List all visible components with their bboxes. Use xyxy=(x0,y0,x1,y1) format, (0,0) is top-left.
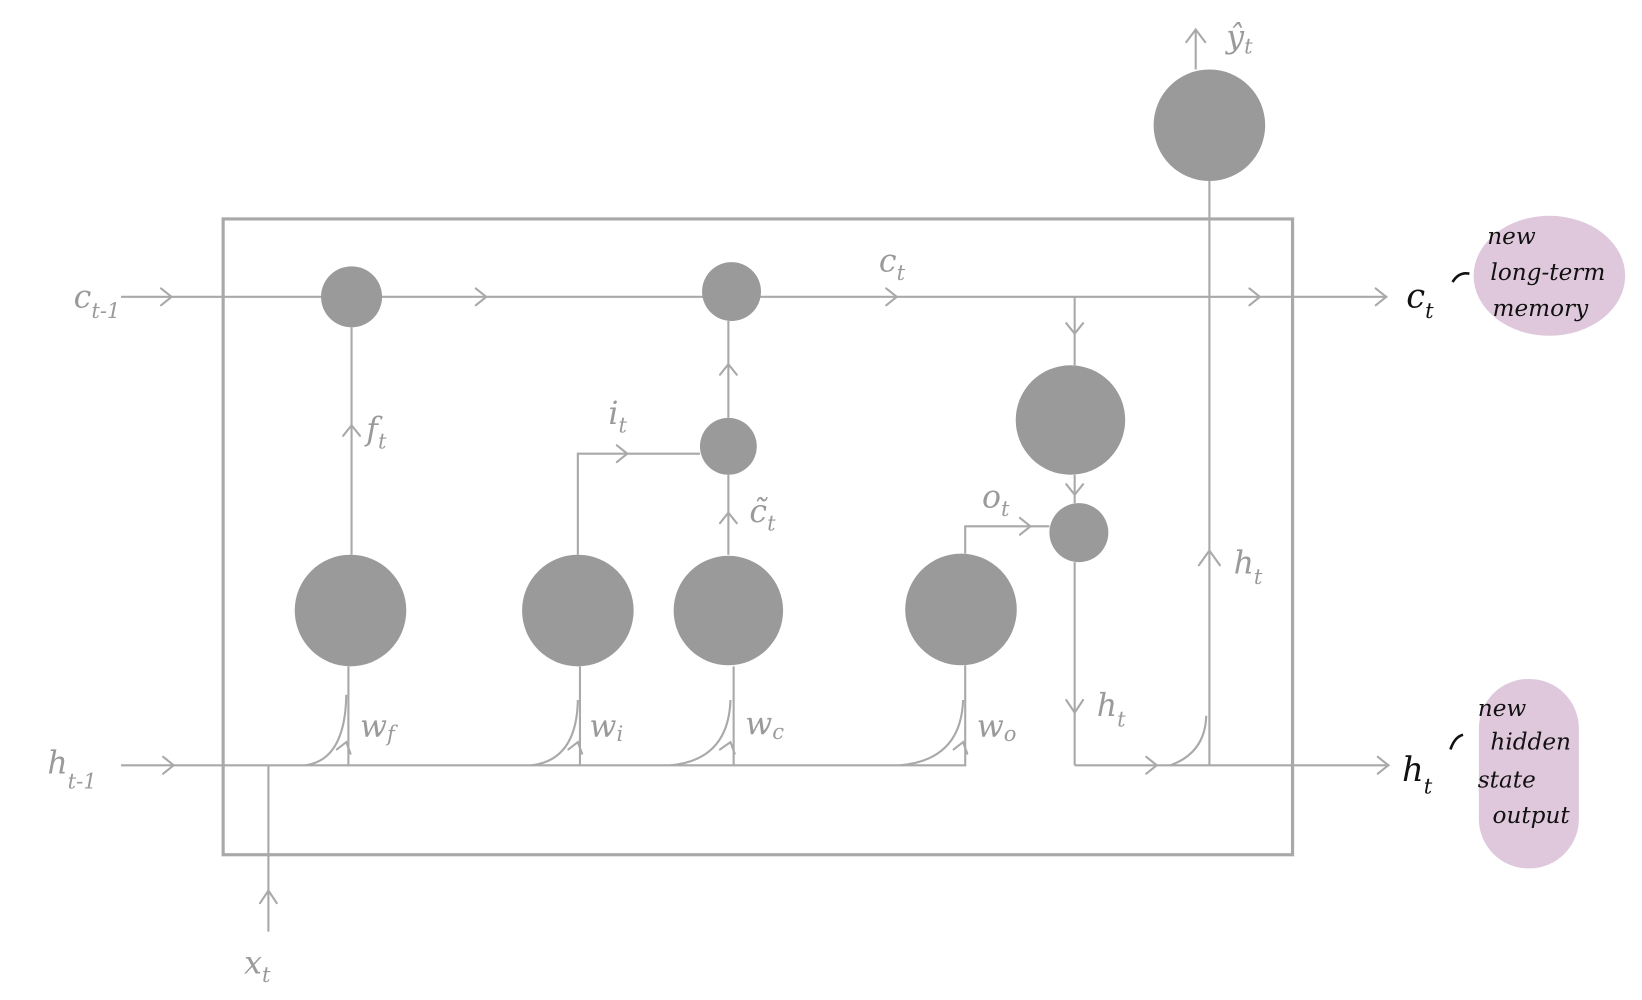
label-h-prev: ht-1 xyxy=(47,746,96,794)
input-gate-node xyxy=(522,554,634,667)
input-multiply-node xyxy=(699,417,757,475)
cell-add-node xyxy=(702,262,762,322)
arrowheads xyxy=(159,27,1391,905)
candidate-node xyxy=(673,555,784,666)
label-x-t: xt xyxy=(244,946,271,987)
annotation-cell-state: new long-term memory xyxy=(1487,224,1612,322)
label-c-tilde: c̃t xyxy=(749,494,776,535)
label-w-c: wc xyxy=(745,707,784,744)
label-w-i: wi xyxy=(589,709,623,746)
cell-state-annotation-bg xyxy=(1473,215,1626,336)
annotation-tick-h xyxy=(1449,733,1464,750)
label-h-t-inner: ht xyxy=(1097,688,1126,732)
lstm-cell-box xyxy=(221,217,1295,857)
label-c-t-inner: ct xyxy=(879,244,906,285)
label-c-prev: ct-1 xyxy=(74,279,121,323)
forget-multiply-node xyxy=(321,266,383,328)
annotation-tick-c xyxy=(1451,272,1470,283)
hidden-state-annotation-bg xyxy=(1478,678,1579,869)
output-gate-node xyxy=(905,553,1017,666)
output-multiply-node xyxy=(1049,503,1109,563)
label-w-f: wf xyxy=(360,709,398,746)
label-w-o: wo xyxy=(977,709,1017,746)
label-o-t: ot xyxy=(982,479,1010,520)
label-h-t-up: ht xyxy=(1234,546,1263,590)
tanh-cell-node xyxy=(1015,365,1126,475)
forget-gate-node xyxy=(294,554,407,667)
label-c-out: ct xyxy=(1406,276,1434,323)
prediction-node xyxy=(1153,69,1266,182)
label-y-hat: ŷt xyxy=(1224,19,1253,58)
label-f-t: ft xyxy=(364,412,387,453)
label-h-out: ht xyxy=(1402,750,1433,799)
annotation-hidden-state: new hidden state output xyxy=(1478,696,1579,829)
connections xyxy=(121,29,1390,932)
label-i-t: it xyxy=(608,396,627,437)
